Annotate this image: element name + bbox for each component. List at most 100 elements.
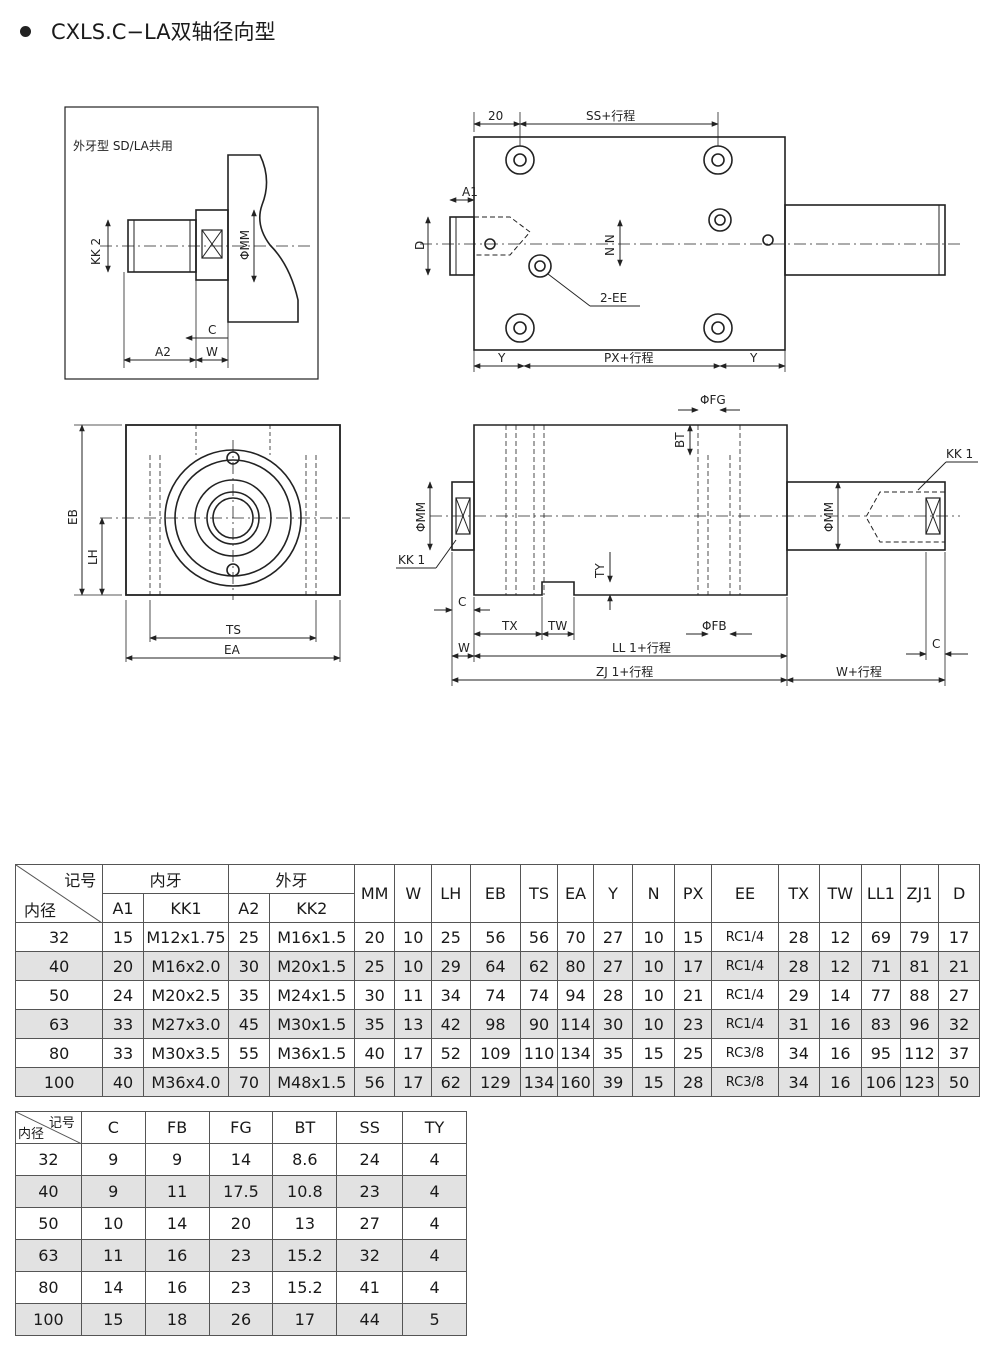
label-a1: A1 — [462, 185, 478, 199]
label-kk1-left: KK 1 — [398, 553, 425, 567]
bore-cell: 80 — [15, 1271, 82, 1304]
label-ll: LL 1+行程 — [612, 640, 671, 655]
table-cell: 15 — [631, 1067, 676, 1097]
table-cell: 35 — [593, 1038, 633, 1068]
header-tx: TX — [777, 864, 820, 923]
header-kk1: KK1 — [142, 893, 230, 923]
header-eb: EB — [469, 864, 522, 923]
label-ea: EA — [224, 643, 241, 657]
table-cell: 28 — [777, 951, 820, 981]
table-cell: 17 — [272, 1303, 338, 1336]
table-cell: 14 — [80, 1271, 146, 1304]
label-w: W — [458, 641, 470, 655]
table-cell: 29 — [430, 951, 471, 981]
header-a2: A2 — [228, 893, 270, 923]
table-cell: 4 — [402, 1239, 467, 1272]
header-fb: FB — [144, 1111, 210, 1144]
table-cell: 39 — [593, 1067, 633, 1097]
table-cell: M20x1.5 — [268, 951, 355, 981]
bore-cell: 100 — [15, 1303, 82, 1336]
table-cell: 16 — [818, 1038, 863, 1068]
table-cell: 40 — [353, 1038, 396, 1068]
header-ll1: LL1 — [861, 864, 901, 923]
table-cell: 62 — [430, 1067, 471, 1097]
table-cell: 23 — [336, 1175, 404, 1208]
table-cell: 50 — [938, 1067, 980, 1097]
table-cell: 95 — [861, 1038, 901, 1068]
table-cell: 27 — [593, 951, 633, 981]
header-mm: MM — [353, 864, 396, 923]
table-cell: M24x1.5 — [268, 980, 355, 1010]
table-cell: 4 — [402, 1143, 467, 1176]
page-title: CXLS.C−LA双轴径向型 — [20, 16, 276, 46]
top-view: 20 SS+行程 A1 D N N 2-EE Y PX+行程 Y — [413, 108, 960, 372]
header-px: PX — [674, 864, 712, 923]
label-c-left: C — [458, 595, 466, 609]
table-cell: M30x3.5 — [142, 1038, 230, 1068]
table-cell: 28 — [593, 980, 633, 1010]
table-cell: 16 — [144, 1239, 210, 1272]
table-cell: 70 — [228, 1067, 270, 1097]
table-cell: 20 — [208, 1207, 274, 1240]
table-cell: 5 — [402, 1303, 467, 1336]
table-cell: M48x1.5 — [268, 1067, 355, 1097]
label-bt: BT — [673, 432, 687, 448]
table-cell: 29 — [777, 980, 820, 1010]
table-cell: 27 — [336, 1207, 404, 1240]
table-cell: 32 — [938, 1009, 980, 1039]
label-kk1-right: KK 1 — [946, 447, 973, 461]
table-cell: 16 — [818, 1067, 863, 1097]
label-kk2: KK 2 — [89, 238, 103, 265]
bore-cell: 40 — [14, 951, 104, 981]
label-eb: EB — [66, 509, 80, 525]
table1-header-row-2: A1 KK1 A2 KK2 — [16, 893, 980, 923]
corner-bottom: 内径 — [24, 901, 57, 920]
table-cell: 74 — [520, 980, 558, 1010]
table-cell: RC1/4 — [710, 951, 779, 981]
table-cell: 160 — [556, 1067, 595, 1097]
table-cell: 35 — [353, 1009, 396, 1039]
header-ee: EE — [710, 864, 779, 923]
header-group-inner: 内牙 — [102, 864, 230, 894]
table-cell: 8.6 — [272, 1143, 338, 1176]
label-nn: N N — [603, 234, 617, 256]
label-ts: TS — [225, 623, 241, 637]
header-group-outer: 外牙 — [228, 864, 355, 894]
label-px: PX+行程 — [604, 350, 654, 365]
table-cell: 24 — [336, 1143, 404, 1176]
header-lh: LH — [430, 864, 471, 923]
label-y2: Y — [749, 351, 758, 365]
table-cell: 56 — [520, 922, 558, 952]
header-a1: A1 — [102, 893, 144, 923]
label-zj: ZJ 1+行程 — [596, 664, 653, 679]
table-cell: RC1/4 — [710, 980, 779, 1010]
table-cell: 64 — [469, 951, 522, 981]
table-cell: 27 — [593, 922, 633, 952]
table-cell: 134 — [520, 1067, 558, 1097]
table-cell: 10 — [631, 922, 676, 952]
table-cell: 80 — [556, 951, 595, 981]
label-ss: SS+行程 — [586, 108, 635, 123]
header-d: D — [938, 864, 980, 923]
table-cell: 17 — [938, 922, 980, 952]
side-view: ΦFG BT KK 1 ΦMM ΦMM KK 1 TY C TX TW ΦFB … — [396, 393, 978, 686]
table-cell: 134 — [556, 1038, 595, 1068]
table-cell: 17 — [394, 1038, 432, 1068]
table-cell: RC3/8 — [710, 1067, 779, 1097]
table-cell: 83 — [861, 1009, 901, 1039]
table-cell: 52 — [430, 1038, 471, 1068]
title-text: CXLS.C−LA双轴径向型 — [51, 20, 276, 44]
table-cell: 98 — [469, 1009, 522, 1039]
table-cell: 17 — [674, 951, 712, 981]
table-cell: RC3/8 — [710, 1038, 779, 1068]
table-cell: 40 — [102, 1067, 144, 1097]
technical-drawing: 外牙型 SD/LA共用 KK 2 ΦMM A2 W C — [64, 106, 978, 686]
table-cell: M20x2.5 — [142, 980, 230, 1010]
label-mm-left: ΦMM — [414, 502, 428, 532]
